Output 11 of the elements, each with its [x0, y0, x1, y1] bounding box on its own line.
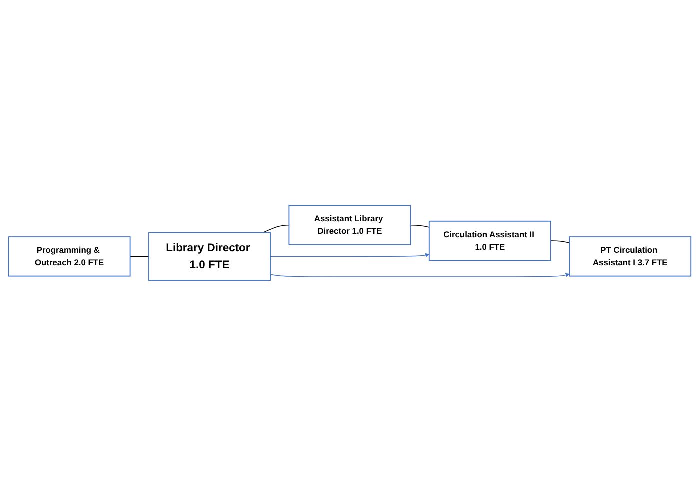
node-box: PT Circulation Assistant I 3.7 FTE	[569, 236, 692, 278]
connector	[410, 225, 430, 228]
node-box: Circulation Assistant II 1.0 FTE	[428, 221, 552, 262]
connector	[550, 241, 570, 244]
connector	[130, 256, 150, 258]
arrow	[270, 254, 430, 258]
node-box: Assistant Library Director 1.0 FTE	[288, 206, 412, 246]
arrow	[270, 274, 570, 278]
node-box: Programming & Outreach 2.0 FTE	[8, 236, 131, 278]
node-box: Library Director 1.0 FTE	[148, 232, 272, 282]
connector	[262, 225, 290, 234]
